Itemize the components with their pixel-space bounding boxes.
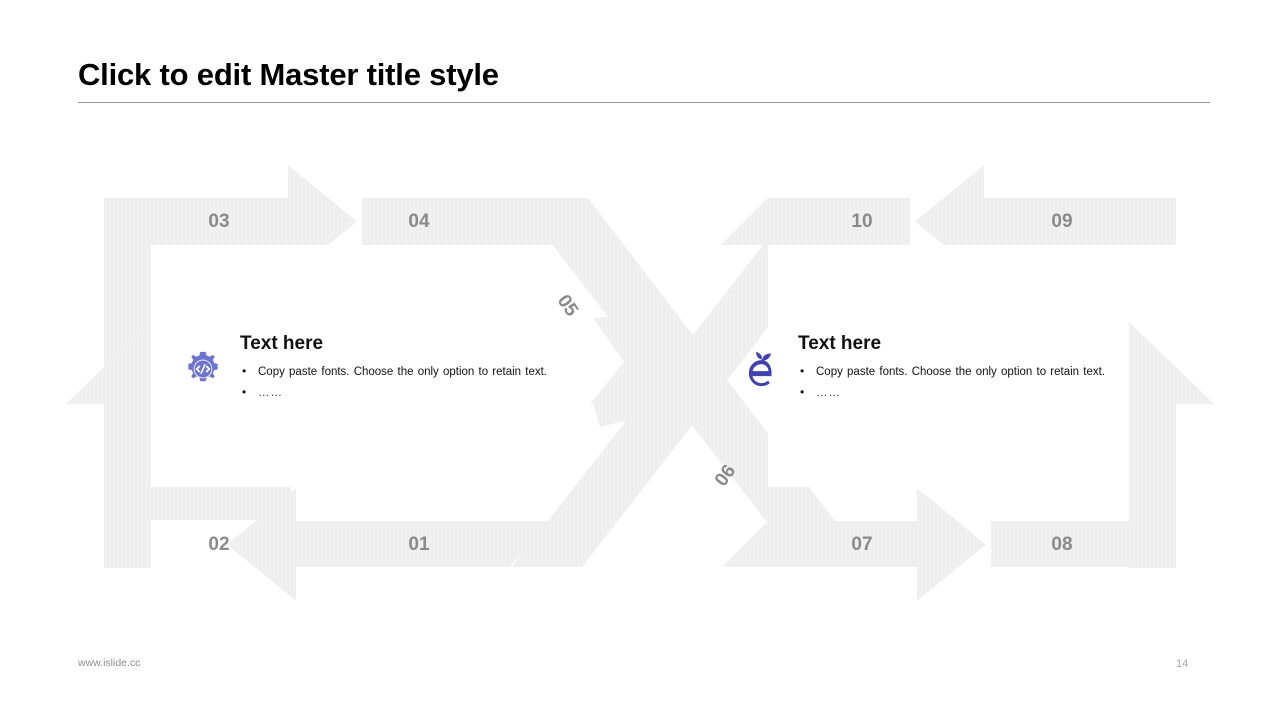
bullet-item[interactable]: …… — [240, 384, 550, 402]
page-title[interactable]: Click to edit Master title style — [78, 57, 499, 92]
title-block: Click to edit Master title style — [78, 57, 1210, 104]
gear-code-icon[interactable] — [180, 334, 226, 390]
footer-url[interactable]: www.islide.cc — [78, 657, 141, 669]
step-number-06: 06 — [711, 461, 740, 490]
card-heading-right[interactable]: Text here — [798, 333, 882, 354]
bullet-item[interactable]: Copy paste fonts. Choose the only option… — [240, 363, 550, 381]
card-heading-left[interactable]: Text here — [240, 333, 324, 354]
title-divider — [78, 102, 1210, 104]
step-number-01: 01 — [408, 534, 430, 555]
apple-e-icon[interactable] — [738, 334, 784, 390]
arrow-segment-04[interactable] — [362, 198, 556, 245]
card-bullets-left: Copy paste fonts. Choose the only option… — [240, 363, 550, 402]
content-card-right: Text here Copy paste fonts. Choose the o… — [738, 333, 1108, 406]
center-arrowhead[interactable] — [590, 313, 676, 409]
arrow-segment-04-join — [362, 198, 563, 245]
arrow-segment-01[interactable] — [227, 488, 556, 601]
step-number-05: 05 — [553, 291, 583, 321]
step-number-08: 08 — [1051, 534, 1072, 555]
step-number-02: 02 — [208, 534, 229, 555]
content-card-left: Text here Copy paste fonts. Choose the o… — [180, 333, 550, 406]
step-number-07: 07 — [851, 534, 872, 555]
arrow-segment-left-vertical[interactable] — [118, 245, 175, 318]
step-number-03: 03 — [208, 211, 229, 232]
arrow-left-edge-up-head[interactable] — [66, 245, 189, 568]
step-number-10: 10 — [851, 211, 872, 232]
arrow-segment-06[interactable] — [512, 245, 832, 567]
arrow-left-edge-up[interactable] — [66, 245, 151, 404]
card-body-left: Text here Copy paste fonts. Choose the o… — [240, 333, 550, 406]
arrow-segment-07[interactable] — [722, 488, 986, 601]
card-bullets-right: Copy paste fonts. Choose the only option… — [798, 363, 1108, 402]
arrow-segment-09[interactable] — [721, 198, 910, 245]
bullet-item[interactable]: Copy paste fonts. Choose the only option… — [798, 363, 1108, 381]
arrow-segment-02-body[interactable] — [104, 487, 291, 520]
bullet-item[interactable]: …… — [798, 384, 1108, 402]
arrow-segment-10[interactable] — [915, 165, 1176, 278]
arrow-segment-03[interactable] — [104, 165, 357, 278]
arrow-right-edge-up[interactable] — [1091, 245, 1214, 568]
center-arrowhead-lower[interactable] — [593, 362, 676, 427]
step-number-09: 09 — [1051, 211, 1072, 232]
step-number-04: 04 — [408, 211, 430, 232]
card-body-right: Text here Copy paste fonts. Choose the o… — [798, 333, 1108, 406]
arrow-segment-08[interactable] — [991, 521, 1176, 567]
page-number: 14 — [1176, 658, 1189, 670]
